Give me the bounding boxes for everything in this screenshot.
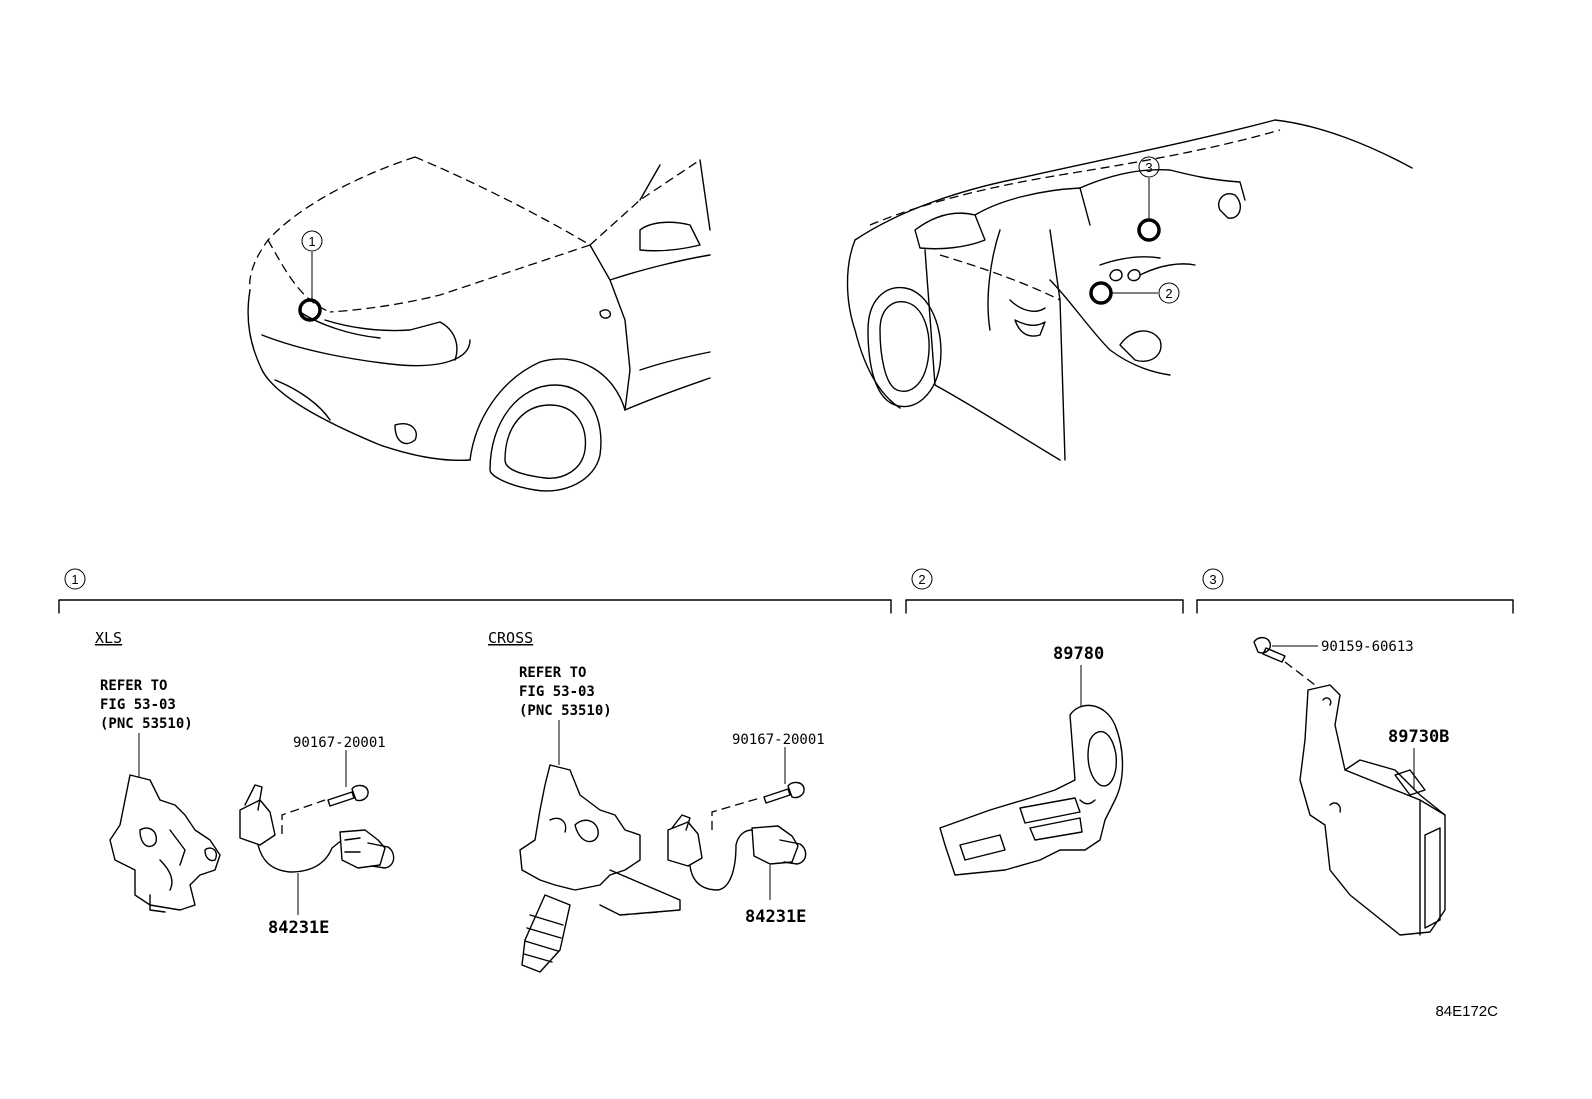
module-part: 89730B xyxy=(1388,727,1449,747)
module-bolt-part: 90159-60613 xyxy=(1321,639,1414,655)
callout-2-circle xyxy=(1158,282,1180,304)
cross-hood-latch xyxy=(519,764,641,891)
cross-spring xyxy=(521,894,571,973)
callout-2-label: 2 xyxy=(1165,286,1172,301)
horn-assembly xyxy=(939,704,1124,876)
xls-hood-latch xyxy=(109,774,221,911)
xls-refer-line-3: (PNC 53510) xyxy=(100,716,193,732)
xls-group: XLS REFER TO FIG 53-03 (PNC 53510) 90167… xyxy=(95,629,395,938)
module-bolt xyxy=(1253,636,1286,663)
cross-variant-label: CROSS xyxy=(488,629,533,647)
callout-3-label: 3 xyxy=(1145,160,1152,175)
xls-hood-switch-sensor xyxy=(239,784,395,873)
callout-2-marker xyxy=(1089,281,1113,305)
callout-1-circle xyxy=(301,230,323,252)
section-2-label: 2 xyxy=(918,572,925,587)
cross-refer-line-1: REFER TO xyxy=(519,665,586,681)
section-3-circle xyxy=(1202,568,1224,590)
xls-refer-line-2: FIG 53-03 xyxy=(100,697,176,713)
section-2-circle xyxy=(911,568,933,590)
control-module xyxy=(1299,684,1446,936)
cross-refer-line-2: FIG 53-03 xyxy=(519,684,595,700)
figure-code: 84E172C xyxy=(1435,1003,1498,1020)
horn-part: 89780 xyxy=(1053,644,1104,664)
cross-refer-line-3: (PNC 53510) xyxy=(519,703,612,719)
callout-3-marker xyxy=(1137,218,1161,242)
section-2-group: 89780 xyxy=(939,644,1124,876)
cross-sensor-part: 84231E xyxy=(745,907,806,927)
section-3-group: 90159-60613 89730B xyxy=(1253,636,1449,936)
xls-bolt xyxy=(327,784,369,807)
callout-1-label: 1 xyxy=(308,234,315,249)
xls-sensor-part: 84231E xyxy=(268,918,329,938)
xls-refer-line-1: REFER TO xyxy=(100,678,167,694)
section-1-header: 1 xyxy=(58,568,892,614)
section-3-label: 3 xyxy=(1209,572,1216,587)
xls-bolt-part: 90167-20001 xyxy=(293,735,386,751)
section-1-label: 1 xyxy=(71,572,78,587)
callout-3-circle xyxy=(1138,156,1160,178)
interior-car-illustration: 2 3 xyxy=(846,119,1413,461)
section-3-header: 3 xyxy=(1196,568,1514,614)
callout-1-marker xyxy=(298,298,322,322)
cross-bolt xyxy=(763,781,805,804)
xls-variant-label: XLS xyxy=(95,629,122,647)
cross-group: CROSS REFER TO FIG 53-03 (PNC 53510) 901… xyxy=(488,629,825,973)
section-2-header: 2 xyxy=(905,568,1184,614)
cross-hood-switch-sensor xyxy=(667,814,807,891)
section-1-circle xyxy=(64,568,86,590)
front-car-illustration: 1 xyxy=(247,156,711,492)
cross-bolt-part: 90167-20001 xyxy=(732,732,825,748)
